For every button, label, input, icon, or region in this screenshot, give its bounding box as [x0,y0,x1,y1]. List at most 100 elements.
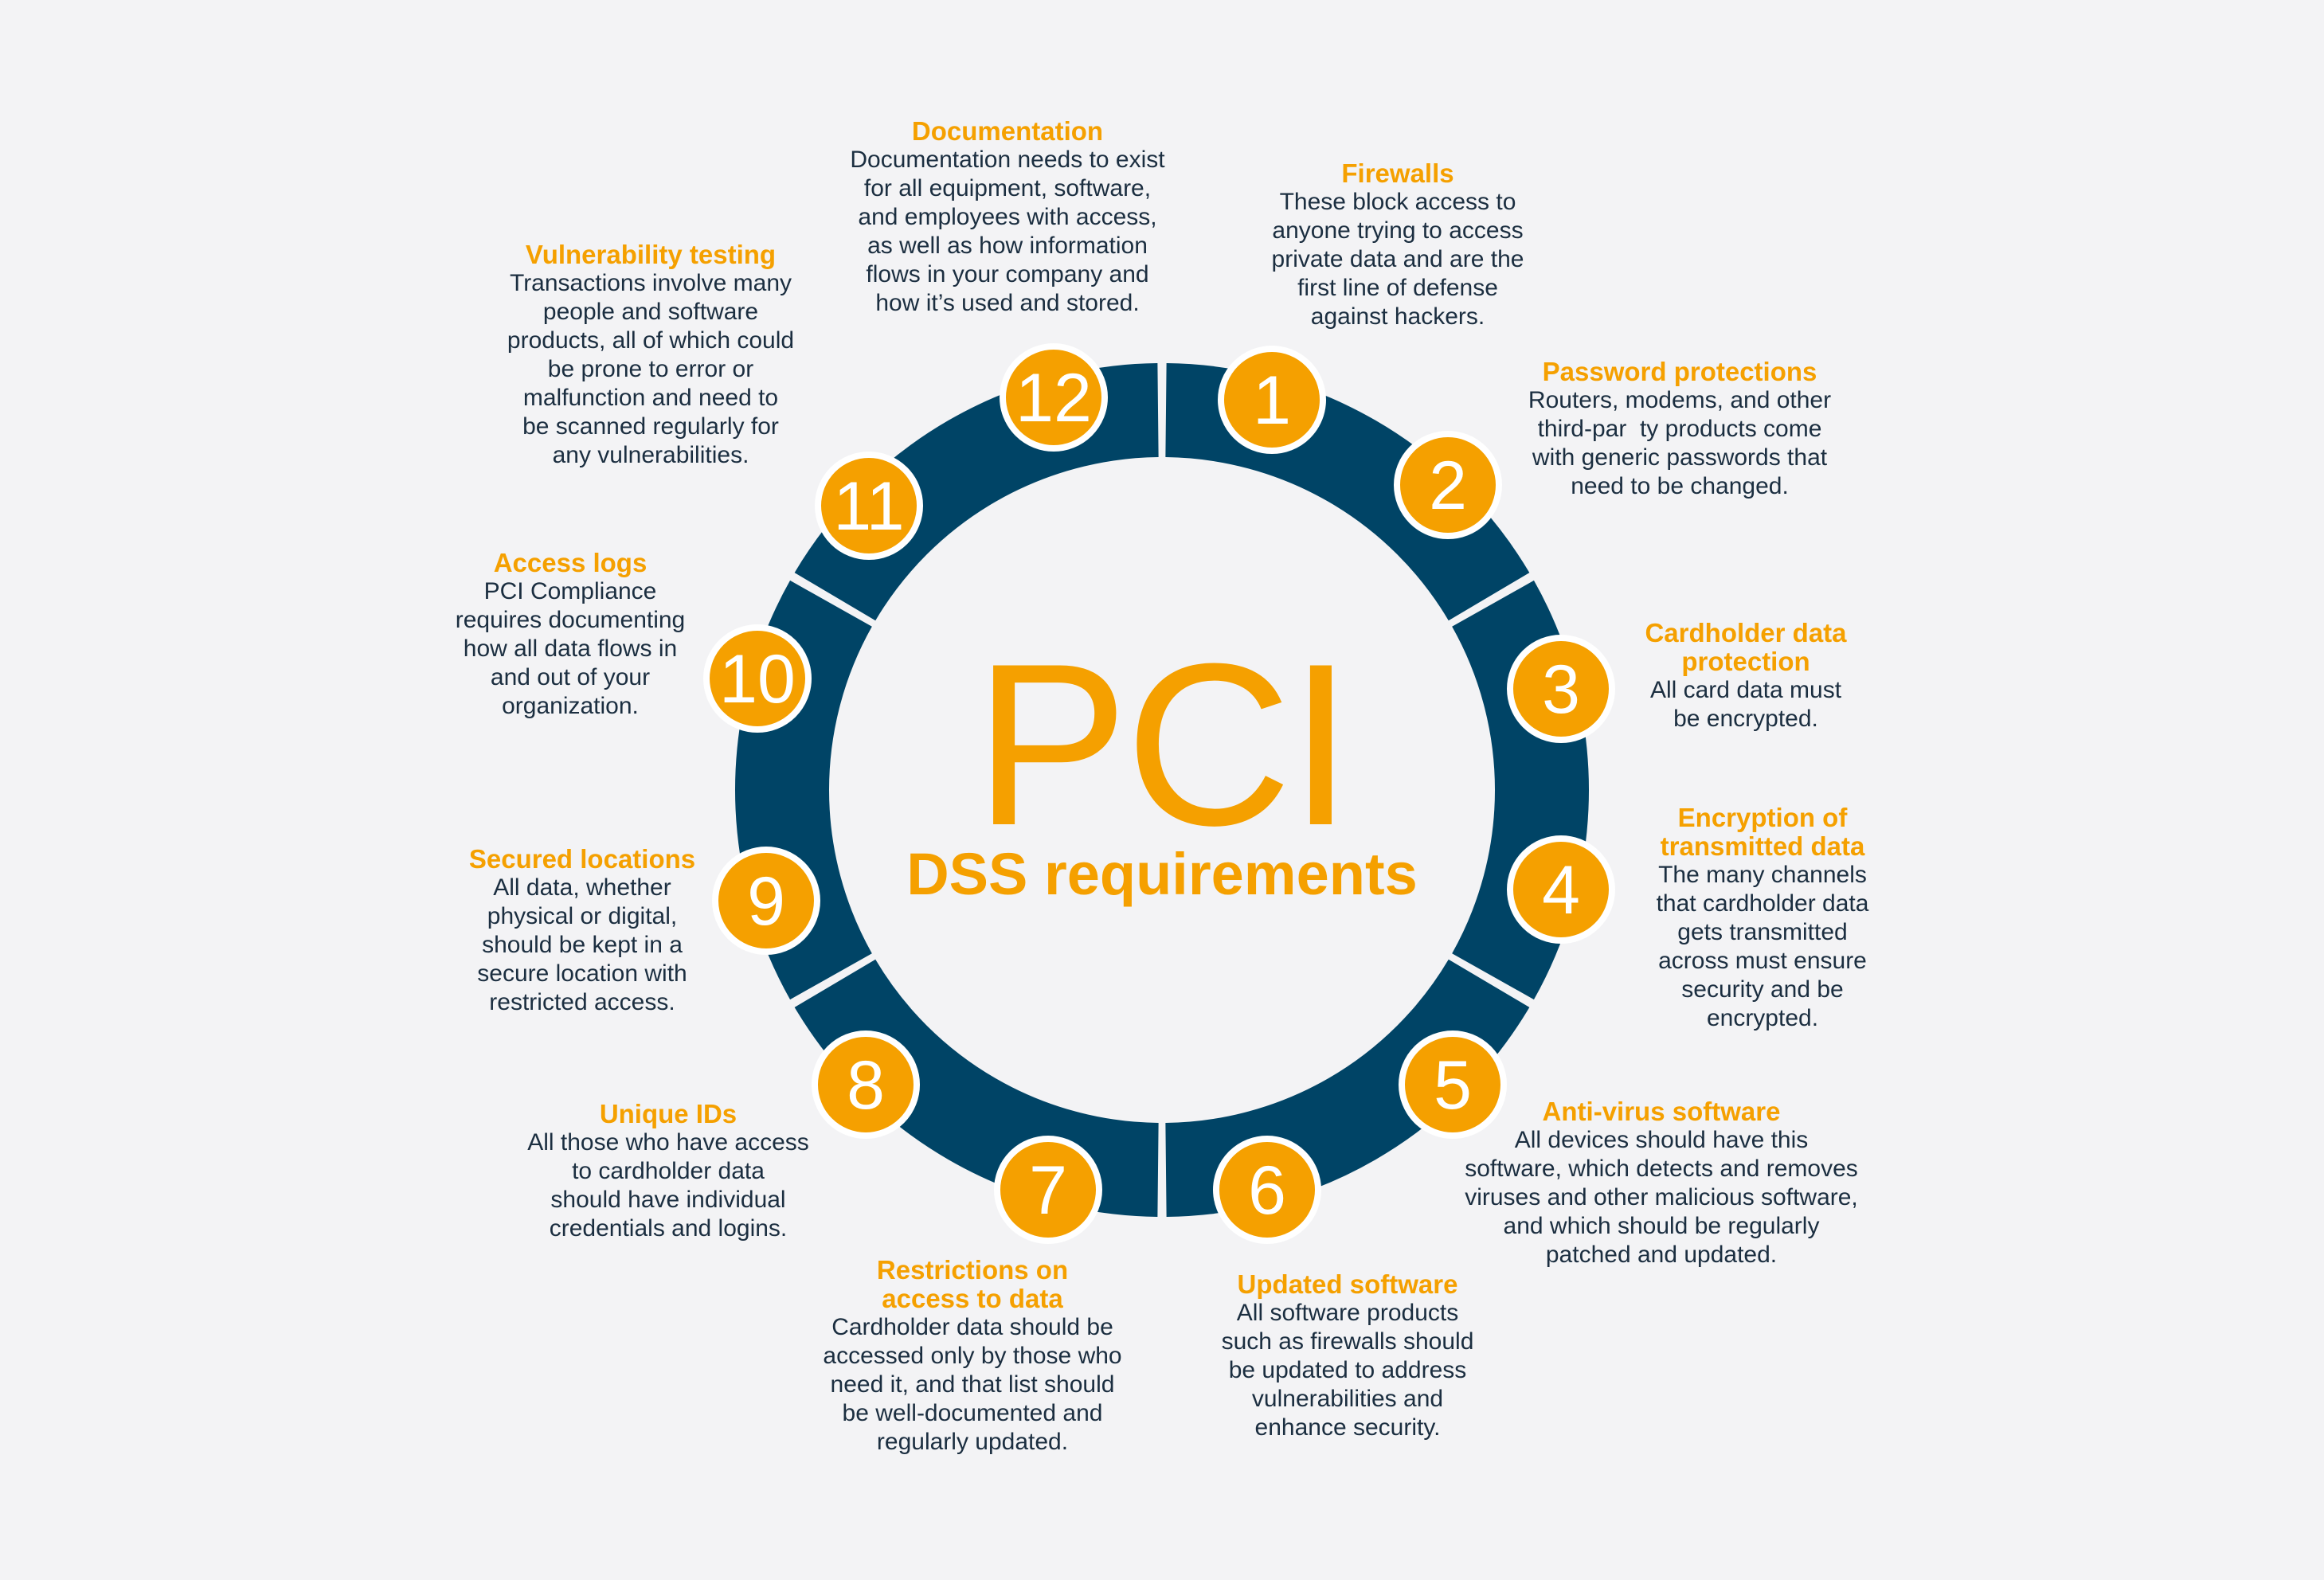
requirement-title: Cardholder data [1645,618,1847,647]
requirement-title: transmitted data [1660,831,1865,861]
requirement-description-line: software, which detects and removes [1465,1156,1858,1182]
requirement-description-line: All those who have access [527,1129,809,1156]
requirement-description-line: All card data must [1649,677,1842,703]
ring-segment [1451,580,1589,1000]
badge-number: 10 [719,641,796,718]
requirement-description-line: secure location with [477,960,687,987]
badge-circle [815,452,923,560]
badge-circle [1507,635,1615,743]
requirement-description-line: be well-documented and [842,1400,1103,1426]
badge-number: 2 [1429,448,1467,524]
requirement-description-line: should be kept in a [482,932,683,958]
badge-number: 9 [747,863,785,940]
requirement-description-line: with generic passwords that [1532,444,1828,471]
badge-number: 6 [1248,1152,1286,1229]
badge-circle [1507,835,1615,944]
badge-circle [1399,1031,1507,1139]
requirement-title: Access logs [493,548,648,577]
requirement-title: Password protections [1542,357,1817,386]
number-badge-4: 4 [1507,835,1615,944]
badge-circle [994,1136,1102,1244]
requirement-description-line: be prone to error or [547,356,754,382]
requirement-description-line: Documentation needs to exist [850,147,1165,173]
requirement-title: protection [1681,647,1810,676]
requirement-description-line: be scanned regularly for [522,413,779,440]
number-badge-7: 7 [994,1136,1102,1244]
requirement-description-line: enhance security. [1254,1414,1441,1441]
requirement-description-line: PCI Compliance [483,578,657,604]
badge-circle [812,1031,920,1139]
requirement-description-line: across must ensure [1658,948,1867,974]
requirement-description-line: vulnerabilities and [1251,1386,1444,1412]
requirement-description-line: and which should be regularly [1503,1213,1820,1239]
requirement-title: Documentation [911,116,1104,146]
requirement-description-line: as well as how information [867,233,1148,259]
badge-number: 7 [1029,1152,1067,1229]
requirement-description-line: first line of defense [1297,275,1498,301]
requirement-description-line: be updated to address [1228,1357,1467,1383]
requirement-title: Unique IDs [599,1099,737,1128]
badge-circle [712,847,820,955]
badge-circle [703,624,812,733]
requirement-description-line: credentials and logins. [549,1215,788,1242]
requirement-description-line: and employees with access, [858,204,1157,230]
requirement-title: access to data [882,1284,1063,1313]
requirement-description-line: organization. [502,693,639,719]
number-badge-1: 1 [1218,346,1326,454]
requirement-description-line: encrypted. [1706,1005,1819,1031]
requirement-description-line: malfunction and need to [522,385,779,411]
requirement-description-line: patched and updated. [1545,1242,1778,1268]
badge-circle [1218,346,1326,454]
requirement-description-line: need it, and that list should [830,1371,1115,1398]
requirement-description-line: flows in your company and [866,261,1149,287]
requirement-title: Firewalls [1341,158,1454,188]
badge-number: 1 [1253,362,1291,439]
badge-number: 3 [1542,651,1580,728]
requirement-title: Restrictions on [876,1255,1069,1285]
requirement-description-line: gets transmitted [1677,919,1848,945]
requirement-description-line: should have individual [550,1187,786,1213]
ring-segment [794,959,1160,1217]
badge-number: 11 [833,468,904,545]
badge-circle [1394,431,1502,539]
requirement-title: Vulnerability testing [525,240,777,269]
badge-circle [1000,343,1108,452]
requirement-description-line: third-par ty products come [1537,416,1822,442]
requirement-description-line: products, all of which could [507,327,795,354]
requirement-description-line: how all data flows in [463,636,678,662]
center-title: PCI [974,616,1352,874]
requirement-description-line: restricted access. [489,989,675,1015]
requirement-description-line: and out of your [490,664,651,690]
number-badge-3: 3 [1507,635,1615,743]
requirement-description-line: against hackers. [1310,303,1485,330]
requirement-description-line: such as firewalls should [1221,1328,1474,1355]
requirement-title: Encryption of [1677,803,1848,832]
requirement-description-line: any vulnerabilities. [552,442,749,468]
requirement-description-line: viruses and other malicious software, [1465,1184,1858,1210]
requirement-description-line: requires documenting [455,607,686,633]
number-badge-10: 10 [703,624,812,733]
requirement-description-line: private data and are the [1271,246,1524,272]
requirement-description-line: physical or digital, [487,903,678,929]
requirement-description-line: All data, whether [493,874,671,901]
requirement-description-line: that cardholder data [1656,890,1869,917]
requirement-description-line: These block access to [1279,189,1516,215]
requirement-description-line: security and be [1681,976,1844,1003]
requirement-description-line: be encrypted. [1673,706,1818,732]
number-badge-5: 5 [1399,1031,1507,1139]
requirement-description-line: how it’s used and stored. [875,290,1140,316]
requirement-description-line: All devices should have this [1514,1127,1809,1153]
number-badge-12: 12 [1000,343,1108,452]
requirement-description-line: Routers, modems, and other [1528,387,1832,413]
